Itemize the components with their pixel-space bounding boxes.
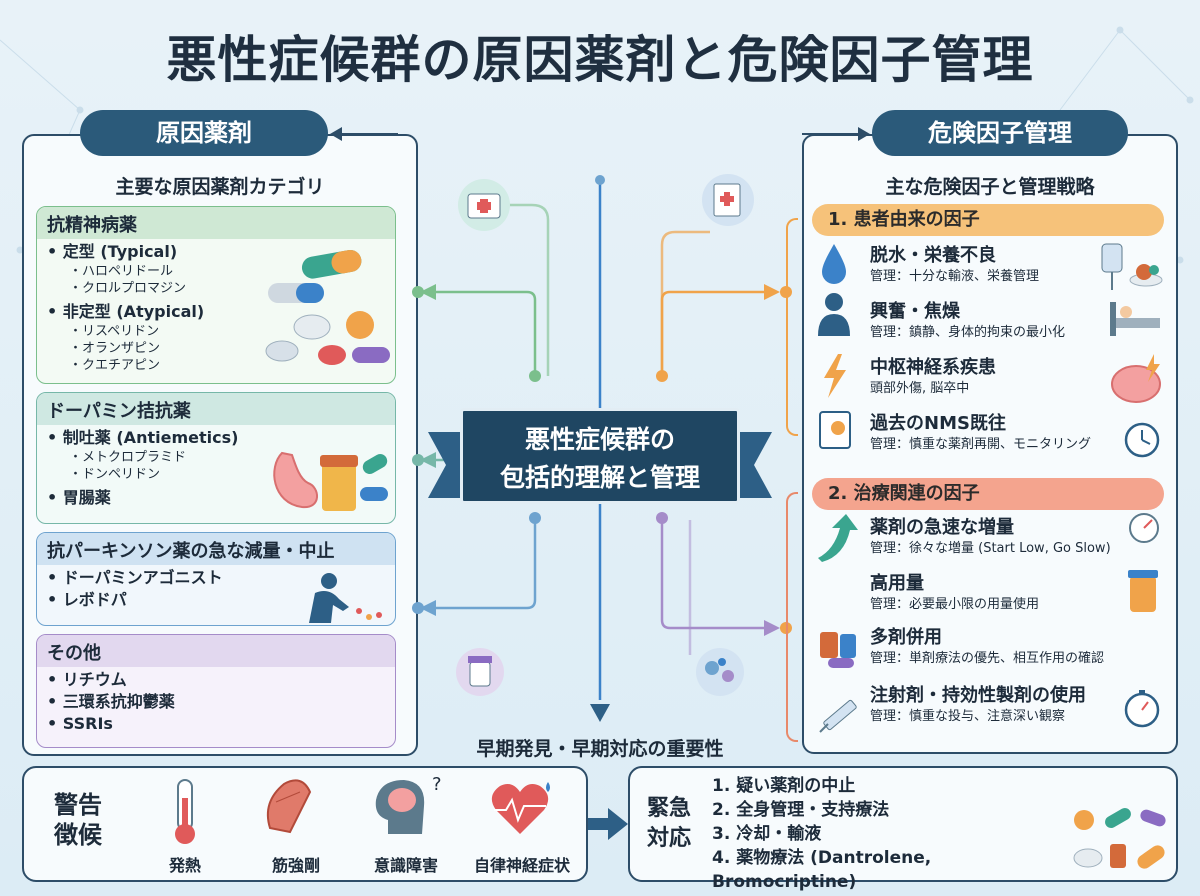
risk-factor-item: 過去のNMS既往 管理：慎重な薬剤再開、モニタリング: [870, 413, 1092, 452]
capsules-icon: [265, 249, 390, 365]
medicine-bottle-icon: [456, 648, 504, 696]
symptom-label: 意識障害: [373, 856, 438, 875]
group-label: • 胃腸薬: [47, 488, 111, 507]
symptom-icons: ?: [175, 774, 550, 844]
first-aid-kit-icon: [458, 179, 510, 231]
arrow-left-icon: [330, 127, 398, 141]
group-label: • 定型 (Typical): [47, 242, 178, 261]
ribbon-tails: [428, 432, 772, 498]
early-detection-heading: 早期発見・早期対応の重要性: [476, 738, 724, 760]
patient-factors-band: 1. 患者由来の因子: [812, 204, 1164, 236]
category-antiparkinson-withdrawal: 抗パーキンソン薬の急な減量・中止 • ドーパミンアゴニスト • レボドパ: [36, 532, 396, 626]
medical-document-icon: [702, 174, 754, 226]
category-others: その他 • リチウム • 三環系抗抑鬱薬 • SSRIs: [36, 634, 396, 748]
category-title: ドーパミン拮抗薬: [37, 393, 395, 425]
symptom-label: 自律神経症状: [473, 856, 570, 875]
page-title: 悪性症候群の原因薬剤と危険因子管理: [166, 31, 1034, 89]
drug-item: ・ハロペリドール: [69, 264, 174, 279]
group-label: • 制吐薬 (Antiemetics): [47, 428, 239, 447]
brain-molecule-icon: [696, 648, 744, 696]
svg-text:?: ?: [432, 774, 442, 795]
risk-factor-item: 高用量 管理：必要最小限の用量使用: [870, 573, 1040, 612]
multiple-drugs-icon: [820, 632, 856, 668]
gauge-icon: [1129, 513, 1159, 543]
person-icon: [818, 293, 850, 336]
pill-bottle-icon: [1128, 570, 1158, 612]
drug-item: ・クエチアピン: [69, 358, 161, 373]
up-arrow-icon: [818, 514, 858, 562]
category-title: 抗パーキンソン薬の急な減量・中止: [37, 533, 395, 565]
treatment-factor-icons: [818, 513, 1160, 733]
symptom-label: 筋強剛: [271, 856, 320, 875]
syringe-icon: [819, 699, 857, 733]
drug-item: ・クロルプロマジン: [69, 281, 187, 296]
risk-management-panel: [802, 134, 1178, 754]
arrow-right-icon: [588, 808, 628, 840]
symptom-label: 発熱: [168, 856, 201, 875]
ribbon-line-2: 包括的理解と管理: [499, 463, 700, 492]
risk-management-heading: 危険因子管理: [872, 110, 1128, 156]
causative-drugs-subheading: 主要な原因薬剤カテゴリ: [115, 176, 325, 198]
emergency-step: 1. 疑い薬剤の中止: [712, 776, 856, 796]
category-dopamine-antagonists: ドーパミン拮抗薬 • 制吐薬 (Antiemetics) ・メトクロプラミド ・…: [36, 392, 396, 524]
thermometer-icon: [175, 779, 195, 844]
arrow-right-icon: [802, 127, 870, 141]
water-drop-icon: [822, 244, 846, 284]
brain-confusion-icon: ?: [375, 774, 442, 834]
emergency-label: 緊急 対応: [646, 796, 691, 851]
stopwatch-icon: [1124, 690, 1160, 728]
iv-drip-icon: [1101, 243, 1123, 290]
list-item: • 三環系抗抑鬱薬: [47, 692, 175, 711]
hospital-bed-icon: [1110, 302, 1160, 336]
patient-factors-frame: [786, 218, 798, 436]
emergency-steps: 1. 疑い薬剤の中止 2. 全身管理・支持療法 3. 冷却・輸液 4. 薬物療法…: [712, 774, 1072, 894]
drug-item: ・リスペリドン: [69, 324, 160, 339]
category-title: その他: [37, 635, 395, 667]
treatment-factors-frame: [786, 492, 798, 742]
lightning-icon: [824, 354, 846, 398]
center-ribbon: 悪性症候群の 包括的理解と管理: [460, 408, 740, 504]
list-item: • レボドパ: [47, 590, 127, 609]
emergency-step: 2. 全身管理・支持療法: [712, 800, 890, 820]
risk-factor-item: 中枢神経系疾患 頭部外傷, 脳卒中: [870, 357, 996, 396]
list-item: • ドーパミンアゴニスト: [47, 568, 223, 587]
causative-drugs-heading: 原因薬剤: [80, 110, 328, 156]
food-plate-icon: [1129, 264, 1163, 287]
risk-factor-item: 脱水・栄養不良 管理：十分な輸液、栄養管理: [870, 245, 1040, 284]
drug-item: ・ドンペリドン: [69, 467, 161, 482]
person-pills-icon: [309, 573, 382, 623]
pills-cluster-icon: [1073, 808, 1166, 869]
warning-label: 警告 徴候: [54, 791, 102, 849]
patient-factor-icons: [818, 243, 1163, 458]
risk-factor-item: 興奮・焦燥 管理：鎮静、身体的拘束の最小化: [870, 301, 1066, 340]
stomach-medicine-icon: [273, 451, 388, 511]
heart-pulse-icon: [491, 782, 550, 834]
drug-item: ・オランザピン: [69, 341, 161, 356]
notebook-icon: [819, 411, 851, 449]
list-item: • リチウム: [47, 670, 127, 689]
risk-management-subheading: 主な危険因子と管理戦略: [885, 176, 1095, 198]
brain-icon: [1111, 354, 1161, 403]
treatment-factors-band: 2. 治療関連の因子: [812, 478, 1164, 510]
drug-item: ・メトクロプラミド: [69, 450, 187, 465]
category-title: 抗精神病薬: [37, 207, 395, 239]
group-label: • 非定型 (Atypical): [47, 302, 205, 321]
ribbon-line-1: 悪性症候群の: [524, 425, 675, 454]
list-item: • SSRIs: [47, 714, 113, 733]
risk-factor-item: 薬剤の急速な増量 管理：徐々な増量 (Start Low, Go Slow): [870, 517, 1111, 556]
emergency-step: 4. 薬物療法 (Dantrolene, Bromocriptine): [712, 848, 932, 892]
risk-factor-item: 多剤併用 管理：単剤療法の優先、相互作用の確認: [870, 627, 1105, 666]
risk-factor-item: 注射剤・持効性製剤の使用 管理：慎重な投与、注意深い観察: [870, 685, 1086, 724]
clock-icon: [1124, 422, 1160, 458]
emergency-step: 3. 冷却・輸液: [712, 824, 822, 844]
category-antipsychotics: 抗精神病薬 • 定型 (Typical) ・ハロペリドール ・クロルプロマジン …: [36, 206, 396, 384]
muscle-icon: [266, 779, 312, 834]
